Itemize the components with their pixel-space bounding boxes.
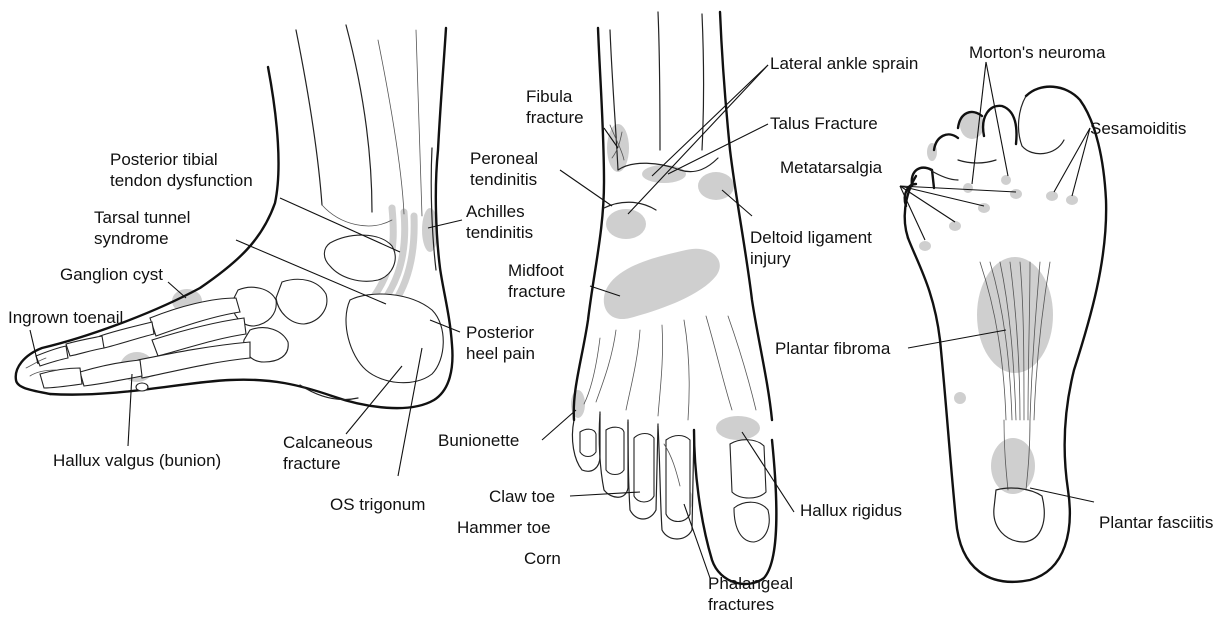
label-plantar-fasciitis: Plantar fasciitis <box>1099 512 1213 533</box>
label-talus-fracture: Talus Fracture <box>770 113 878 134</box>
label-midfoot-fracture: Midfoot fracture <box>508 260 566 302</box>
spot-plantar-dot <box>954 392 966 404</box>
talus-bone <box>324 235 395 281</box>
heel-pad <box>994 488 1044 542</box>
label-deltoid: Deltoid ligament injury <box>750 227 872 269</box>
label-ingrown-toenail: Ingrown toenail <box>8 307 123 328</box>
label-sesamoiditis: Sesamoiditis <box>1090 118 1186 139</box>
label-bunionette: Bunionette <box>438 430 519 451</box>
label-metatarsalgia: Metatarsalgia <box>780 157 882 178</box>
label-mortons-neuroma: Morton's neuroma <box>969 42 1105 63</box>
label-hammer-toe: Hammer toe <box>457 517 551 538</box>
label-posterior-heel: Posterior heel pain <box>466 322 535 364</box>
label-peroneal: Peroneal tendinitis <box>470 148 538 190</box>
label-plantar-fibroma: Plantar fibroma <box>775 338 890 359</box>
dorsal-view-foot <box>571 12 776 584</box>
label-hallux-valgus: Hallux valgus (bunion) <box>53 450 221 471</box>
spot-peroneal <box>606 209 646 239</box>
label-tarsal-tunnel: Tarsal tunnel syndrome <box>94 207 190 249</box>
calcaneus-bone <box>346 294 443 383</box>
label-lateral-ankle: Lateral ankle sprain <box>770 53 918 74</box>
label-fibula-fracture: Fibula fracture <box>526 86 584 128</box>
label-achilles: Achilles tendinitis <box>466 201 533 243</box>
label-corn: Corn <box>524 548 561 569</box>
label-ganglion-cyst: Ganglion cyst <box>60 264 163 285</box>
label-claw-toe: Claw toe <box>489 486 555 507</box>
label-hallux-rigidus: Hallux rigidus <box>800 500 902 521</box>
spot-midfoot <box>604 249 720 319</box>
spot-fibroma <box>977 257 1053 373</box>
spot-hallux-rigidus <box>716 416 760 440</box>
label-phalangeal: Phalangeal fractures <box>708 573 793 615</box>
label-os-trigonum: OS trigonum <box>330 494 425 515</box>
side-view-foot <box>16 25 453 408</box>
label-posterior-tibial: Posterior tibial tendon dysfunction <box>110 149 253 191</box>
label-calcaneous-fracture: Calcaneous fracture <box>283 432 373 474</box>
navicular-bone <box>276 279 327 324</box>
